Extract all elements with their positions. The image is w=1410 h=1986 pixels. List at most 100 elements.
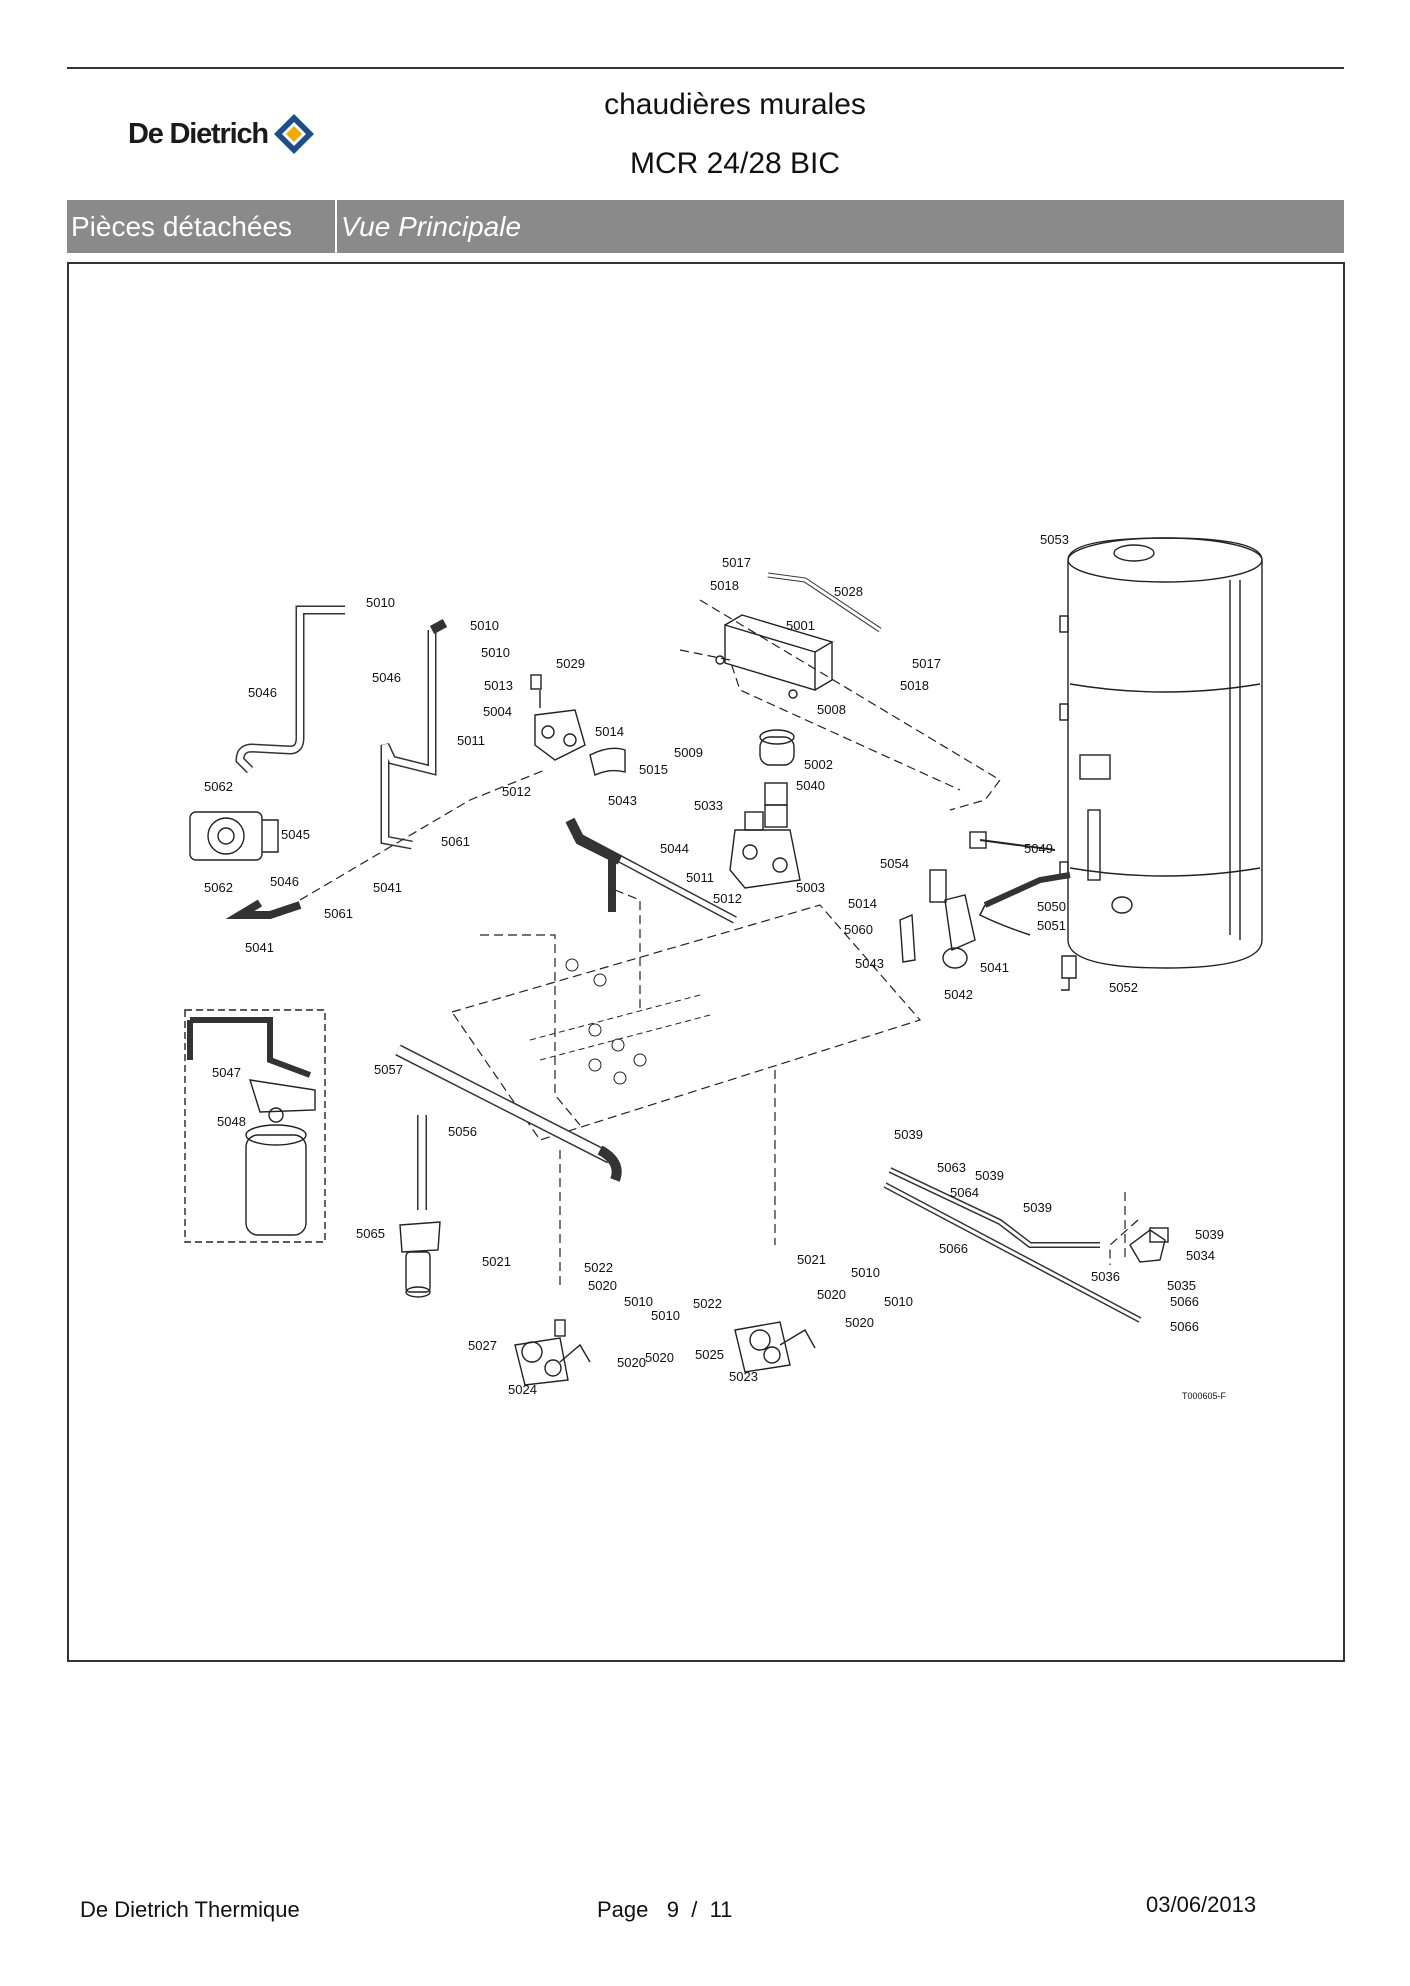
- callout: 5036: [1091, 1269, 1120, 1284]
- valve-5065: [399, 1221, 441, 1298]
- callout: 5013: [484, 678, 513, 693]
- view-label: Vue Principale: [341, 211, 522, 242]
- callout: 5050: [1037, 899, 1066, 914]
- callout: 5020: [645, 1350, 674, 1365]
- callout: 5064: [950, 1185, 979, 1200]
- callout: 5018: [710, 578, 739, 593]
- callout: 5003: [796, 880, 825, 895]
- top-rule: [67, 67, 1344, 69]
- callout: 5020: [617, 1355, 646, 1370]
- callout: 5020: [845, 1315, 874, 1330]
- callout: 5012: [713, 891, 742, 906]
- callout: 5049: [1024, 841, 1053, 856]
- callout: 5042: [944, 987, 973, 1002]
- callout: 5061: [324, 906, 353, 921]
- pipes-5066: [883, 1167, 1169, 1323]
- callout: 5022: [584, 1260, 613, 1275]
- callout: 5008: [817, 702, 846, 717]
- footer-date: 03/06/2013: [1146, 1892, 1257, 1917]
- callout: 5010: [884, 1294, 913, 1309]
- callout: 5048: [217, 1114, 246, 1129]
- callout: 5010: [470, 618, 499, 633]
- callout: 5017: [912, 656, 941, 671]
- callout: 5001: [786, 618, 815, 633]
- callout: 5066: [1170, 1319, 1199, 1334]
- brand-name: De Dietrich: [128, 117, 269, 150]
- callout: 5046: [248, 685, 277, 700]
- callout: 5027: [468, 1338, 497, 1353]
- tube-5057: [395, 1044, 622, 1182]
- diagram-frame: [67, 262, 1345, 1662]
- motor-5002: [759, 729, 795, 828]
- callout: 5035: [1167, 1278, 1196, 1293]
- callout: 5045: [281, 827, 310, 842]
- callout: 5041: [245, 940, 274, 955]
- callout: 5047: [212, 1065, 241, 1080]
- brand-diamond-icon: [273, 114, 314, 154]
- callout: 5023: [729, 1369, 758, 1384]
- pipe-5046-right: [380, 619, 448, 850]
- callout: 5063: [937, 1160, 966, 1175]
- callout: 5011: [457, 733, 485, 748]
- callout: 5033: [694, 798, 723, 813]
- callout: 5010: [851, 1265, 880, 1280]
- diagram-callouts: 5017 5018 5028 5001 5017 5018 5008 5010 …: [204, 532, 1224, 1397]
- callout: 5056: [448, 1124, 477, 1139]
- callout: 5051: [1037, 918, 1066, 933]
- callout: 5004: [483, 704, 512, 719]
- callout: 5039: [894, 1127, 923, 1142]
- callout: 5015: [639, 762, 668, 777]
- valve-group-5027: [514, 1319, 591, 1386]
- callout: 5066: [1170, 1294, 1199, 1309]
- document-model: MCR 24/28 BIC: [629, 147, 841, 180]
- callout: 5022: [693, 1296, 722, 1311]
- callout: 5010: [481, 645, 510, 660]
- tank-5053: [1059, 537, 1263, 991]
- callout: 5025: [695, 1347, 724, 1362]
- callout: 5061: [441, 834, 470, 849]
- page-current: 9: [666, 1897, 679, 1922]
- callout: 5044: [660, 841, 689, 856]
- callout: 5043: [855, 956, 884, 971]
- callout: 5017: [722, 555, 751, 570]
- callout: 5010: [366, 595, 395, 610]
- diagram-reference: T000605-F: [1182, 1391, 1227, 1401]
- callout: 5028: [834, 584, 863, 599]
- valve-5004: [530, 674, 586, 761]
- callout: 5039: [975, 1168, 1004, 1183]
- callout: 5014: [595, 724, 624, 739]
- callout: 5053: [1040, 532, 1069, 547]
- callout: 5012: [502, 784, 531, 799]
- section-label: Pièces détachées: [67, 200, 337, 253]
- callout: 5065: [356, 1226, 385, 1241]
- callout: 5060: [844, 922, 873, 937]
- pump-5045: [189, 811, 279, 861]
- callout: 5039: [1023, 1200, 1052, 1215]
- callout: 5021: [797, 1252, 826, 1267]
- footer-company: De Dietrich Thermique: [80, 1897, 300, 1922]
- callout: 5009: [674, 745, 703, 760]
- callout: 5010: [651, 1308, 680, 1323]
- valve-5042: [899, 869, 976, 969]
- callout: 5052: [1109, 980, 1138, 995]
- hydraulic-block-5003: [729, 811, 801, 889]
- callout: 5014: [848, 896, 877, 911]
- expansion-vessel-inset: [184, 1009, 326, 1243]
- callout: 5024: [508, 1382, 537, 1397]
- callout: 5034: [1186, 1248, 1215, 1263]
- pipe-5046-left: [235, 605, 345, 774]
- footer-page-number: Page 9 / 11: [597, 1897, 732, 1923]
- callout: 5041: [980, 960, 1009, 975]
- callout: 5020: [817, 1287, 846, 1302]
- page-separator: /: [691, 1897, 698, 1922]
- callout: 5029: [556, 656, 585, 671]
- section-band: Pièces détachées Vue Principale: [67, 200, 1344, 253]
- valve-group-5025: [734, 1321, 816, 1373]
- callout: 5011: [686, 870, 714, 885]
- page-label: Page: [597, 1897, 649, 1922]
- callout: 5010: [624, 1294, 653, 1309]
- callout: 5057: [374, 1062, 403, 1077]
- callout: 5066: [939, 1241, 968, 1256]
- page-total: 11: [709, 1897, 733, 1922]
